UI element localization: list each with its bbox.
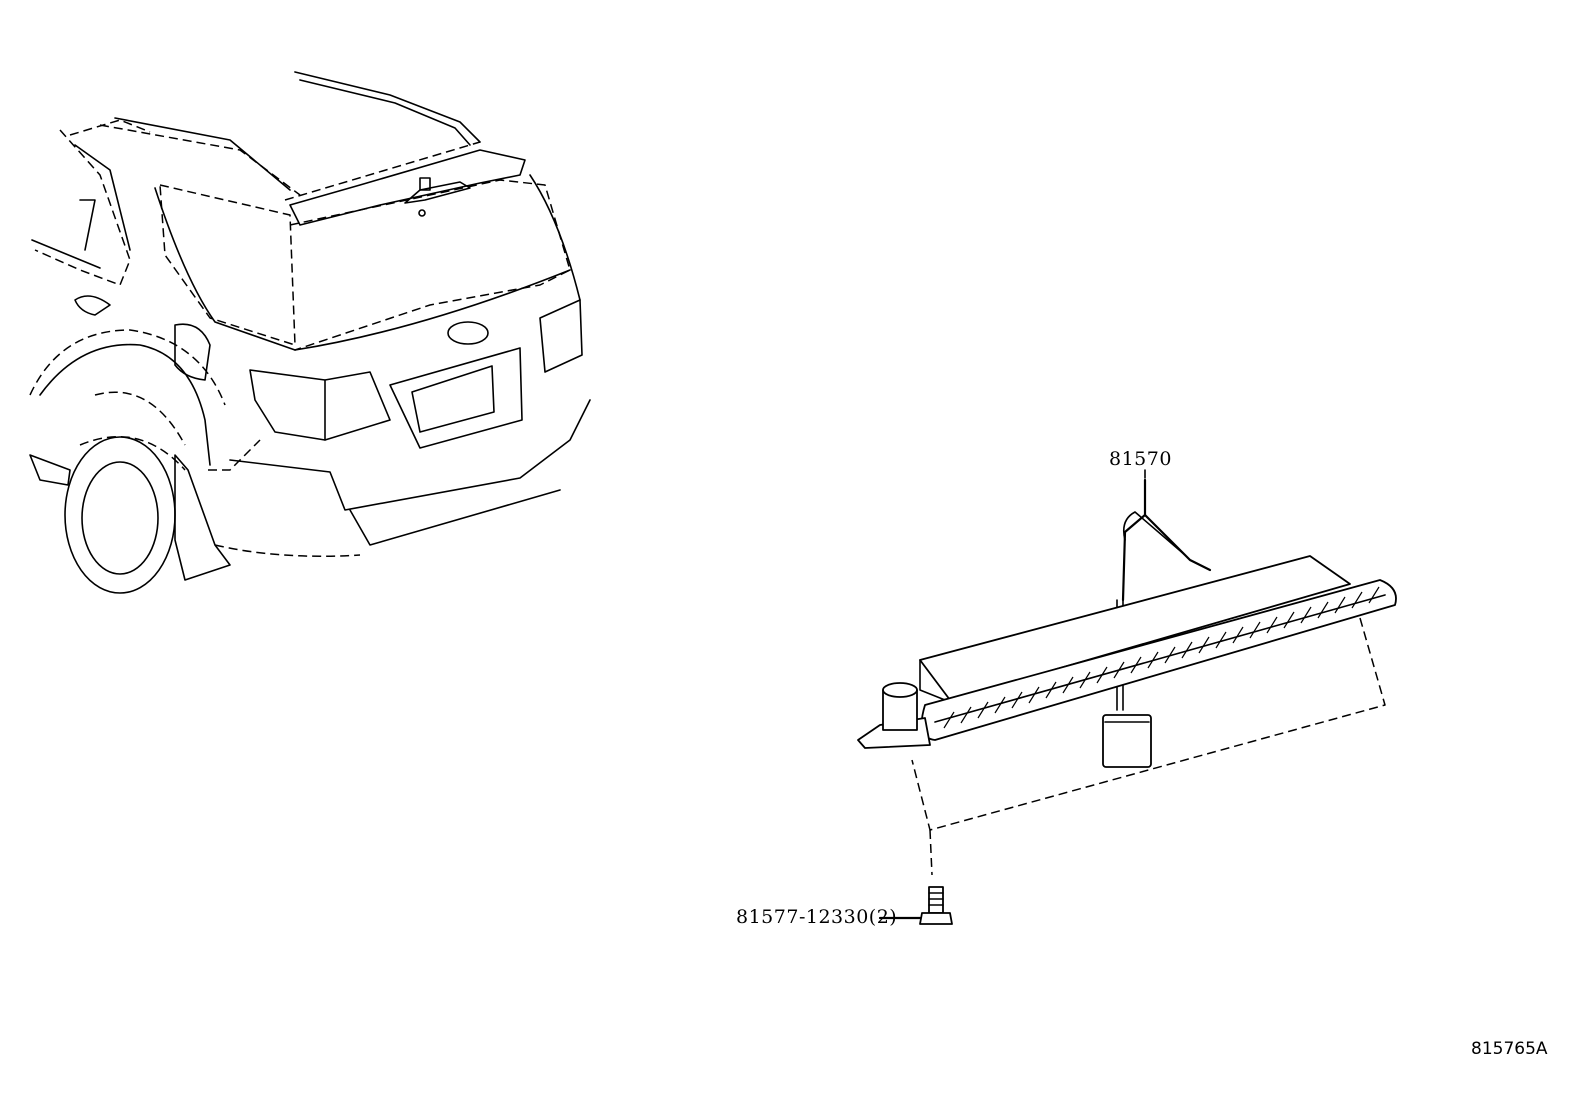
vehicle-rear-illustration: [29, 71, 591, 594]
callout-81570: 81570: [1109, 448, 1172, 470]
screw-icon: [878, 886, 953, 925]
callout-screw: 81577-12330(2): [736, 906, 898, 928]
lens-hatching: [943, 586, 1380, 729]
high-mount-stop-lamp: [857, 478, 1397, 876]
drawing-reference: 815765A: [1471, 1039, 1548, 1059]
